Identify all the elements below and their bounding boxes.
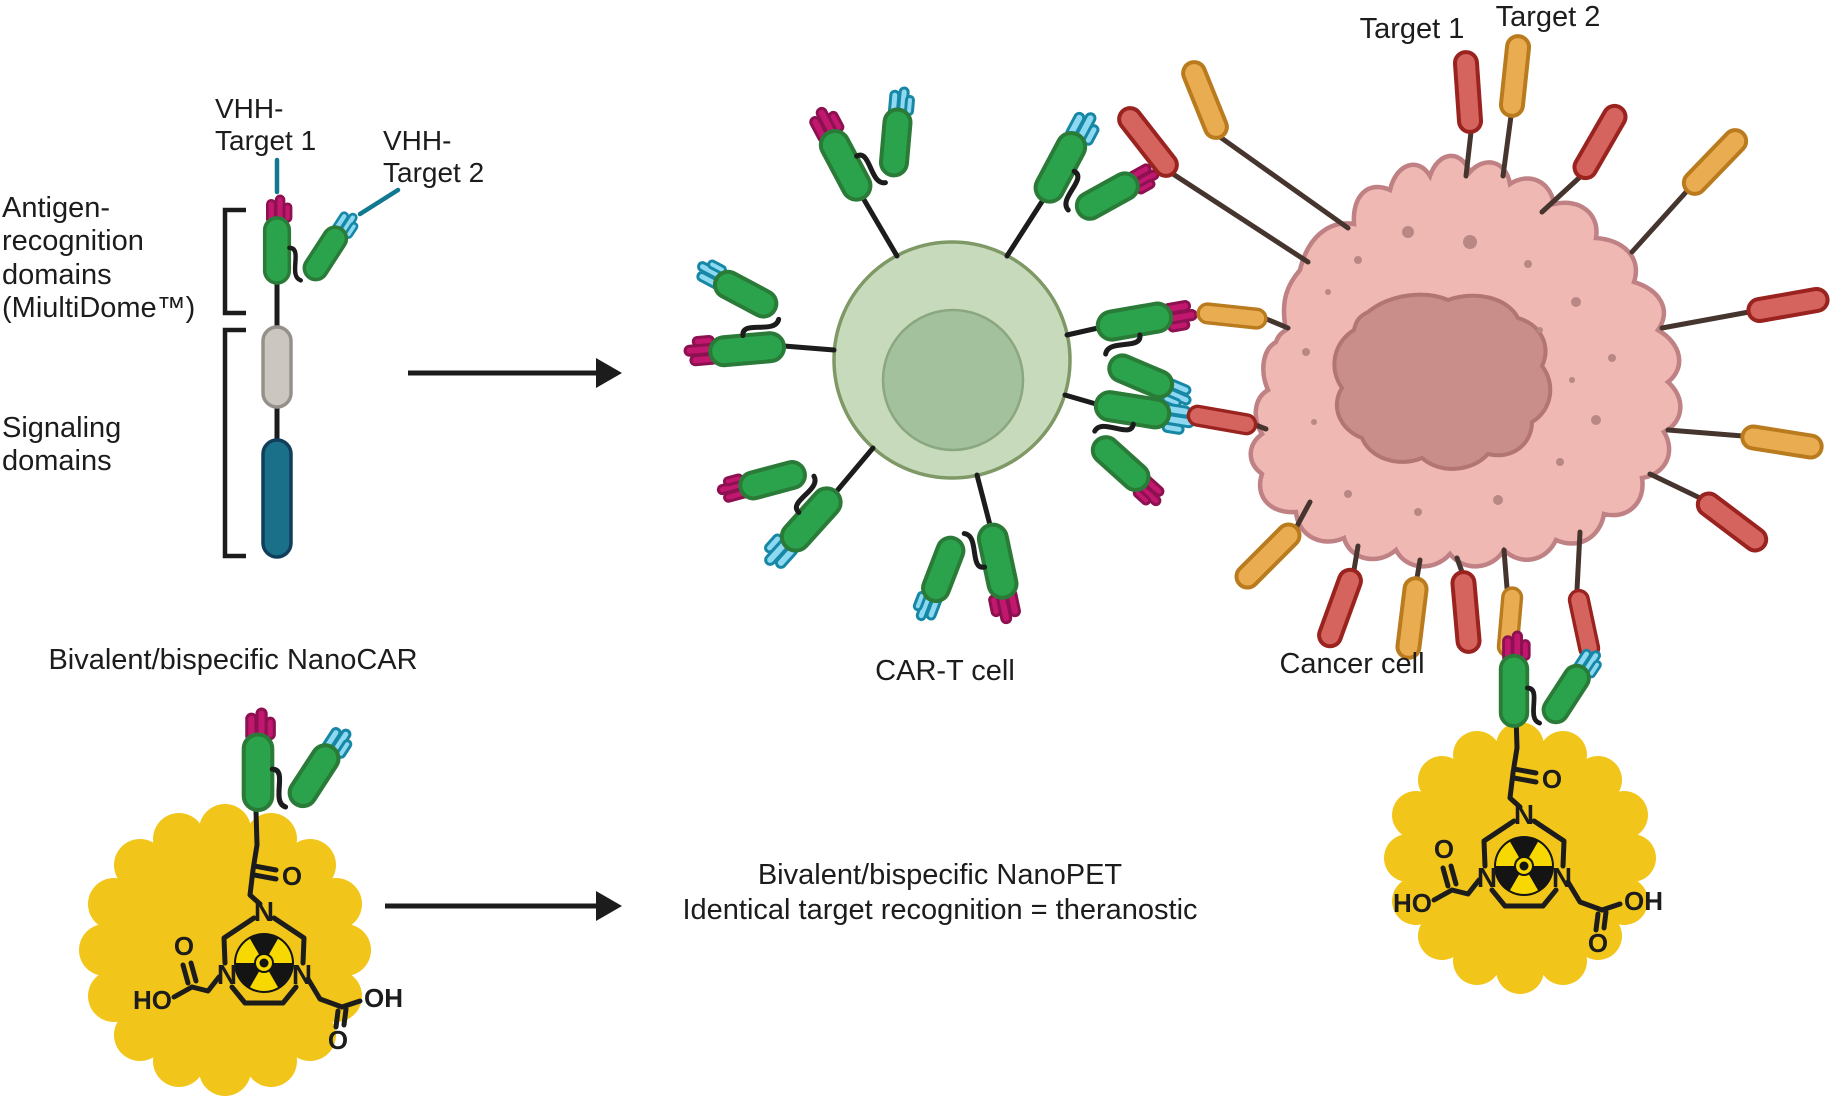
cart-cell-label: CAR-T cell	[875, 655, 1015, 687]
cancer-cell-label: Cancer cell	[1279, 648, 1424, 680]
cart-receptor-binding-target2	[1064, 297, 1212, 423]
cart-receptor	[804, 65, 949, 259]
target1-label: Target 1	[1360, 13, 1465, 45]
vhh-target2-label-line1: VHH-	[383, 125, 451, 156]
target2-antigen	[1232, 499, 1313, 592]
cart-cell-nucleus	[881, 308, 1025, 452]
vhh-target2-label-line2: Target 2	[383, 157, 484, 188]
hinge-domain	[261, 325, 293, 409]
nanopet-probe-bound	[1384, 632, 1663, 994]
vhh-target1-label-line1: VHH-	[215, 93, 283, 124]
nanopet-caption-line2: Identical target recognition = theranost…	[682, 894, 1197, 926]
target1-antigen	[1539, 99, 1632, 215]
target2-antigen	[1394, 557, 1430, 662]
target1-antigen	[1313, 543, 1367, 652]
cart-cell: CAR-T cell	[677, 65, 1212, 687]
cart-receptor	[895, 472, 1024, 642]
cancer-cell: Cancer cell Target 1 Target 2	[1112, 1, 1832, 680]
nanocar-vhh-pair	[265, 196, 362, 285]
arrow-to-cart-icon	[408, 358, 622, 388]
target2-antigen-bound	[1195, 301, 1291, 331]
target2-antigen	[1629, 123, 1753, 255]
nanopet-vhh-pair	[244, 709, 357, 812]
target2-antigen	[1665, 422, 1826, 462]
antigen-domains-bracket	[222, 207, 246, 316]
antigen-domains-label-line1: Antigen-	[2, 192, 110, 224]
target1-antigen	[1449, 555, 1483, 655]
cart-receptor	[1004, 106, 1175, 259]
target1-antigen-bound	[1185, 403, 1269, 437]
target2-antigen-bound	[1496, 547, 1524, 659]
nanopet-probe-left	[79, 709, 403, 1096]
antigen-domains-label-line3: domains	[2, 259, 112, 291]
antigen-domains-label-line4: (MiultiDome™)	[2, 292, 195, 324]
target2-antigen	[1177, 56, 1351, 231]
cart-receptor-binding-target1	[1062, 390, 1196, 515]
signaling-domains-label-line1: Signaling	[2, 412, 121, 444]
cancer-cell-granules	[1302, 226, 1616, 516]
signaling-domains-bracket	[222, 327, 246, 559]
signaling-domain	[261, 438, 293, 559]
target2-callout-line	[357, 187, 401, 217]
vhh-target1-label-line2: Target 1	[215, 125, 316, 156]
target1-antigen-bound	[1566, 529, 1602, 661]
target1-antigen	[1452, 49, 1484, 179]
cart-receptor	[677, 250, 837, 369]
target1-antigen	[1112, 101, 1311, 265]
target2-label: Target 2	[1496, 1, 1601, 33]
signaling-domains-label-line2: domains	[2, 445, 112, 477]
nanocar-caption: Bivalent/bispecific NanoCAR	[48, 644, 417, 676]
target2-antigen	[1497, 33, 1533, 179]
target1-antigen	[1659, 285, 1832, 331]
nanopet-caption-line1: Bivalent/bispecific NanoPET	[758, 859, 1123, 891]
cart-receptor	[698, 426, 876, 575]
arrow-to-nanopet-caption-icon	[385, 891, 622, 921]
cancer-cell-nucleus	[1332, 292, 1553, 471]
antigen-domains-label-line2: recognition	[2, 225, 144, 257]
target1-antigen	[1647, 471, 1773, 557]
nanocar-construct: VHH- Target 1 VHH- Target 2 Antigen- rec…	[2, 93, 484, 676]
